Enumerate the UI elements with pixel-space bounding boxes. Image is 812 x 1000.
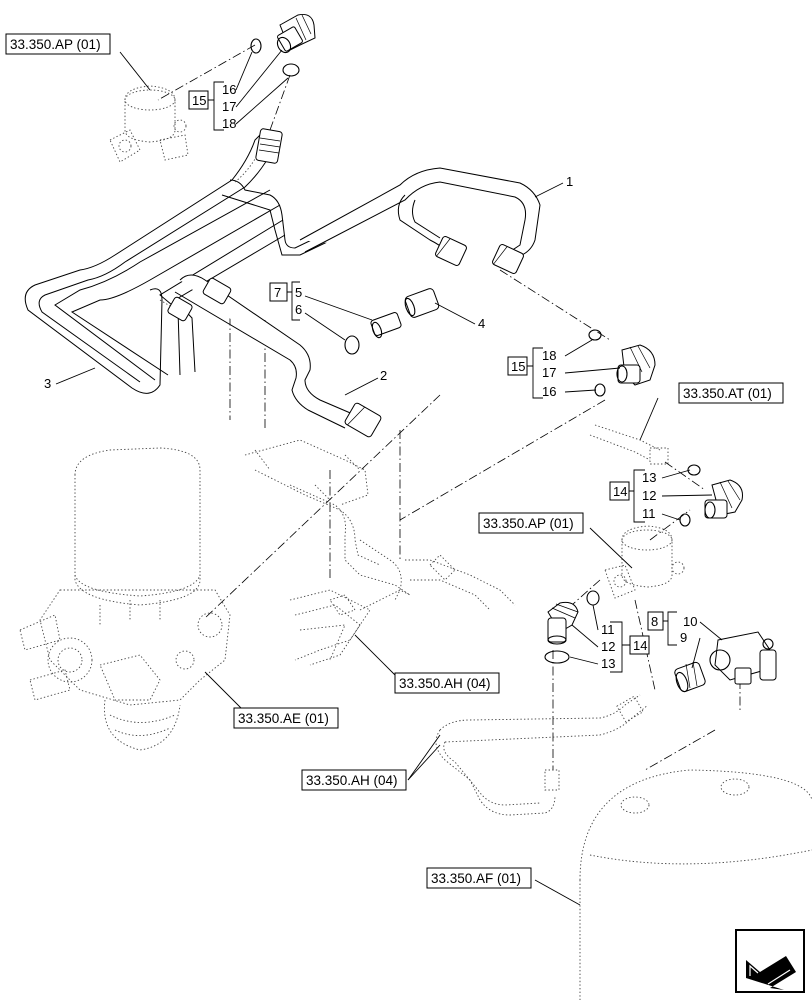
svg-text:33.350.AF (01): 33.350.AF (01) [431,871,521,886]
o-ring-16-mid [594,383,606,397]
back-arrow-icon[interactable] [735,929,805,993]
ref-valve-top: 33.350.AP (01) [5,33,111,55]
pipe-3: 3 [24,128,416,394]
svg-text:12: 12 [601,639,615,654]
svg-text:33.350.AE (01): 33.350.AE (01) [238,711,329,726]
svg-text:17: 17 [222,99,236,114]
valve-top [109,85,189,163]
o-ring-13-mid [544,650,570,664]
svg-text:33.350.AP (01): 33.350.AP (01) [483,516,574,531]
ref-tube-right: 33.350.AT (01) [678,382,784,404]
svg-text:7: 7 [274,285,281,300]
svg-text:14: 14 [613,484,627,499]
leader-lines [119,49,723,906]
svg-text:12: 12 [642,488,656,503]
pipe-2-nut-top [202,277,232,305]
kit-15-mid: 15 18 17 16 [507,347,556,399]
callout-2: 2 [380,368,387,383]
svg-text:6: 6 [295,302,302,317]
o-ring-16-top [250,38,262,54]
pipe-1: 1 [299,167,573,274]
ref-tank: 33.350.AF (01) [426,867,532,889]
kit-14-mid: 14 11 12 13 [601,621,650,673]
callout-3: 3 [44,376,51,391]
svg-text:33.350.AH (04): 33.350.AH (04) [399,676,491,691]
kit-7: 7 5 6 [269,281,302,321]
svg-text:11: 11 [601,622,615,637]
kit-14-right: 14 13 12 11 [609,469,656,523]
kit-8: 8 10 9 [647,611,697,646]
svg-text:33.350.AT (01): 33.350.AT (01) [683,386,772,401]
tube-right [589,424,669,465]
svg-text:18: 18 [222,116,236,131]
pipe-1-nut-b [492,244,524,274]
svg-text:10: 10 [683,614,697,629]
lower-tube [435,694,649,816]
svg-text:15: 15 [511,359,525,374]
o-ring-11-right [679,513,691,527]
svg-text:15: 15 [192,93,206,108]
lower-harness [244,439,516,666]
o-ring-18-mid [588,329,602,341]
o-ring-11-mid [586,590,600,606]
svg-text:13: 13 [601,656,615,671]
svg-text:33.350.AP (01): 33.350.AP (01) [10,37,101,52]
fitting-4: 4 [404,288,485,331]
o-ring-6 [344,335,360,355]
svg-text:13: 13 [642,470,656,485]
elbow-12-mid [547,601,579,645]
ref-dryer: 33.350.AE (01) [233,707,339,729]
svg-text:18: 18 [542,348,556,363]
o-ring-18-top [282,63,300,77]
elbow-17-mid [616,344,656,386]
pipe-1-nut-a [435,236,467,266]
connector-9 [674,661,706,693]
elbow-17-top [276,14,316,54]
svg-text:11: 11 [642,506,656,521]
alignment-lines [157,44,741,771]
ref-harness-b: 33.350.AH (04) [301,769,407,791]
svg-text:16: 16 [542,384,556,399]
air-tank [579,769,812,1000]
svg-text:14: 14 [633,638,647,653]
svg-text:8: 8 [651,614,658,629]
tee-fitting-10 [709,631,777,685]
pipe-2-nut-bottom [344,402,382,438]
svg-text:17: 17 [542,365,556,380]
ref-valve-mid: 33.350.AP (01) [478,512,584,534]
air-dryer [19,447,231,751]
svg-text:16: 16 [222,82,236,97]
fitting-5 [370,312,402,339]
kit-15-top: 15 16 17 18 [188,81,236,131]
svg-text:33.350.AH (04): 33.350.AH (04) [306,773,398,788]
svg-text:9: 9 [680,630,687,645]
callout-4: 4 [478,316,485,331]
callout-1: 1 [566,174,573,189]
svg-text:5: 5 [295,285,302,300]
ref-harness-a: 33.350.AH (04) [394,672,500,694]
o-ring-13-right [687,464,701,476]
pipe-2: 2 [167,274,387,438]
elbow-12-right [704,479,743,519]
valve-mid [604,525,685,599]
